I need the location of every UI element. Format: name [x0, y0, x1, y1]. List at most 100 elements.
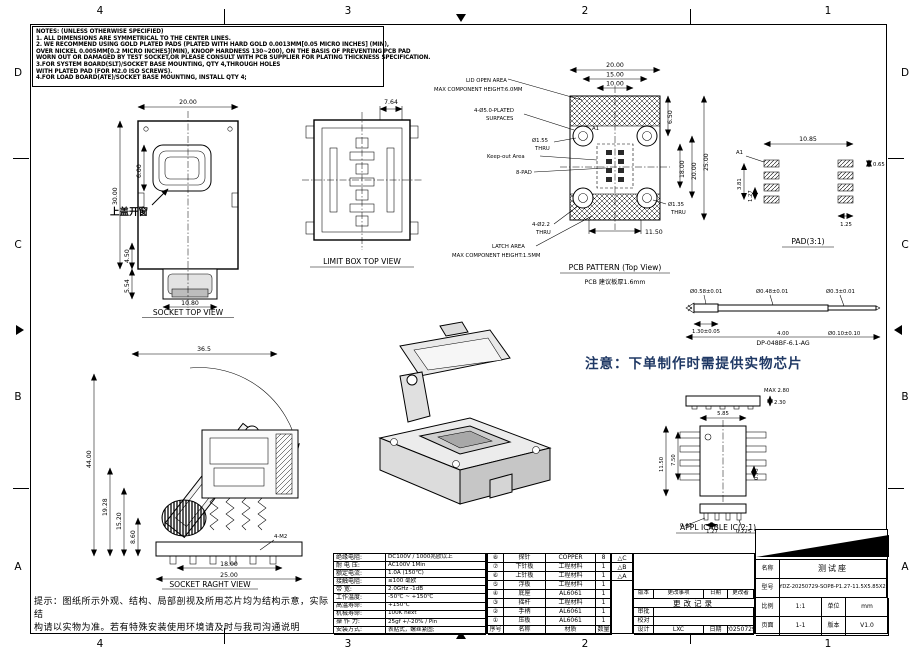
delta-c: △C	[612, 554, 632, 563]
ic-profile: MAX 2.80 2.30	[685, 388, 790, 410]
zone-label-top-4: 4	[96, 5, 104, 17]
probe-geometry	[685, 302, 881, 314]
dim-width: 20.00	[179, 99, 197, 106]
socket-right-view: 36.5 44.00 19.28 15.20 8.60 18.00 25.00 …	[86, 346, 303, 590]
dim-pad-w: 1.25	[840, 222, 852, 228]
check-value	[654, 617, 754, 626]
spec-value: DC100V / 1000兆欧以上	[386, 554, 486, 563]
pcb-geometry	[560, 86, 670, 230]
tip-line-1: 提示：图纸所示外观、结构、局部剖视及所用芯片均为结构示意，实际结	[34, 597, 329, 620]
revision-empty	[634, 554, 754, 590]
label-hole-22: 4-Ø2.2	[532, 221, 550, 228]
zone-label-bottom-1: 1	[824, 638, 832, 650]
spec-value: +150℃	[386, 602, 486, 611]
rev-h-date: 日期	[704, 590, 728, 599]
view-title: PAD(3:1)	[791, 237, 824, 246]
bom-mat: 工程材料	[546, 563, 596, 572]
bom-name: 底座	[504, 590, 546, 599]
zone-label-left-B: B	[14, 391, 22, 403]
bom-name: 手柄	[504, 608, 546, 617]
order-notice: 注意：下单制作时需提供实物芯片	[585, 356, 803, 372]
notes-line: WORN OUT OR DAMAGED BY TEST SOCKET,OR PL…	[36, 55, 431, 62]
zone-label-bottom-2: 2	[581, 638, 589, 650]
border-tick	[888, 158, 904, 160]
dim-pad-h: 0.65	[873, 162, 885, 168]
dim-holes-w: 15.00	[606, 72, 624, 79]
spec-label: 工作温度:	[334, 594, 386, 603]
zone-label-left-D: D	[13, 67, 23, 79]
rev-h-version: 版本	[634, 590, 654, 599]
center-mark-left	[16, 325, 24, 335]
border-tick	[888, 488, 904, 490]
dim-window: 6.00	[136, 164, 143, 178]
notes-line: 1. ALL DIMENSIONS ARE SYMMETRICAL TO THE…	[36, 35, 231, 42]
dim-1928: 19.28	[102, 498, 109, 516]
spec-label: 耐 电 压:	[334, 562, 386, 571]
bom-mat: COPPER	[546, 554, 596, 563]
spec-value: ≤100 毫欧	[386, 578, 486, 587]
dim-764: 7.64	[384, 99, 398, 106]
probe-dimensions: Ø0.58±0.01 Ø0.48±0.01 Ø0.3±0.01 1.30±0.0…	[685, 288, 881, 340]
dim-group: 3.81	[737, 178, 743, 190]
bom-no: ①	[488, 617, 504, 626]
label-a1: A1	[592, 126, 599, 132]
notes-line: WITH PLATED PAD (FOR M2.0 ISO SCREWS).	[36, 68, 173, 75]
limit-box-top-view: 7.64 LIMIT BOX TOP VIEW	[302, 99, 422, 268]
border-tick	[13, 488, 29, 490]
logo-area	[756, 530, 889, 559]
bom-name: 探针	[504, 554, 546, 563]
zone-label-bottom-4: 4	[96, 638, 104, 650]
spec-value: 表贴式，螺丝紧固;	[386, 626, 486, 635]
bom-footer: 名称	[504, 626, 546, 635]
notes-box: NOTES: (UNLESS OTHERWISE SPECIFIED) 1. A…	[32, 26, 431, 87]
dim-450: 4.50	[124, 249, 131, 263]
scale-page-rows: 比例 1:1 单位 mm 页面 1-1 版本 V1.0	[756, 598, 889, 636]
design-date: 20250729	[728, 626, 754, 635]
socket-top-geometry	[137, 111, 239, 308]
spec-value: AC100V 1Min	[386, 562, 486, 571]
zone-label-top-1: 1	[824, 5, 832, 17]
label-4m2: 4-M2	[274, 534, 287, 540]
notes-line: 4.FOR LOAD BOARD(ATE)/SOCKET BASE MOUNTI…	[36, 75, 247, 82]
bom-qty: 1	[596, 590, 612, 599]
name-row: 名称 测试座 型号 HYDZ-20250729-SOP8-P1.27-11.5X…	[756, 559, 887, 598]
border-tick	[690, 628, 692, 644]
design-row: 设计 LXC 日期 20250729	[634, 626, 754, 635]
limit-box-geometry	[302, 112, 422, 250]
label-keepout: Keep-out Area	[487, 154, 525, 160]
name-label: 名称	[756, 560, 780, 579]
bom-no: ②	[488, 608, 504, 617]
page-value: 1-1	[780, 617, 822, 636]
model-label: 型号	[756, 579, 780, 598]
bom-qty: 1	[596, 572, 612, 581]
revision-header-row: 版本 更改事项 日期 更改者	[634, 590, 754, 599]
bom-name: 下针板	[504, 563, 546, 572]
scale-value: 1:1	[780, 598, 822, 617]
pcb-dimensions: 20.00 15.00 10.00 6.50 18.00 20.00 25.00…	[569, 62, 710, 236]
label-8pad: 8-PAD	[516, 170, 532, 176]
socket-right-geometry	[155, 367, 303, 565]
window-annotation: 上盖开窗	[110, 206, 149, 218]
bom-no: ⑧	[488, 554, 504, 563]
dim-height: 30.00	[112, 187, 119, 205]
label-latch-height: MAX COMPONENT HEIGHT:1.5MM	[452, 253, 541, 259]
zone-label-right-D: D	[900, 67, 910, 79]
dim-18: 18.00	[220, 561, 238, 568]
notes-line: 3.FOR SYSTEM BOARD(SLT)/SOCKET BASE MOUN…	[36, 61, 281, 68]
bom-mat: 工程材料	[546, 581, 596, 590]
bom-mat: AL6061	[546, 617, 596, 626]
dim-44: 44.00	[86, 450, 93, 468]
bom-no: ③	[488, 599, 504, 608]
view-title: SOCKET TOP VIEW	[153, 308, 224, 317]
view-title: SOCKET RAGHT VIEW	[169, 580, 251, 589]
rev-h-change: 更改事项	[654, 590, 704, 599]
delta-a: △A	[612, 572, 632, 581]
isometric-3d-view	[378, 321, 552, 505]
border-tick	[224, 9, 226, 25]
bom-mat: AL6061	[546, 590, 596, 599]
design-label: 设计	[634, 626, 654, 635]
dim-lead-w: 0.43	[680, 523, 692, 529]
dim-body-h: 7.50	[671, 454, 677, 466]
dim-860: 8.60	[130, 530, 137, 544]
